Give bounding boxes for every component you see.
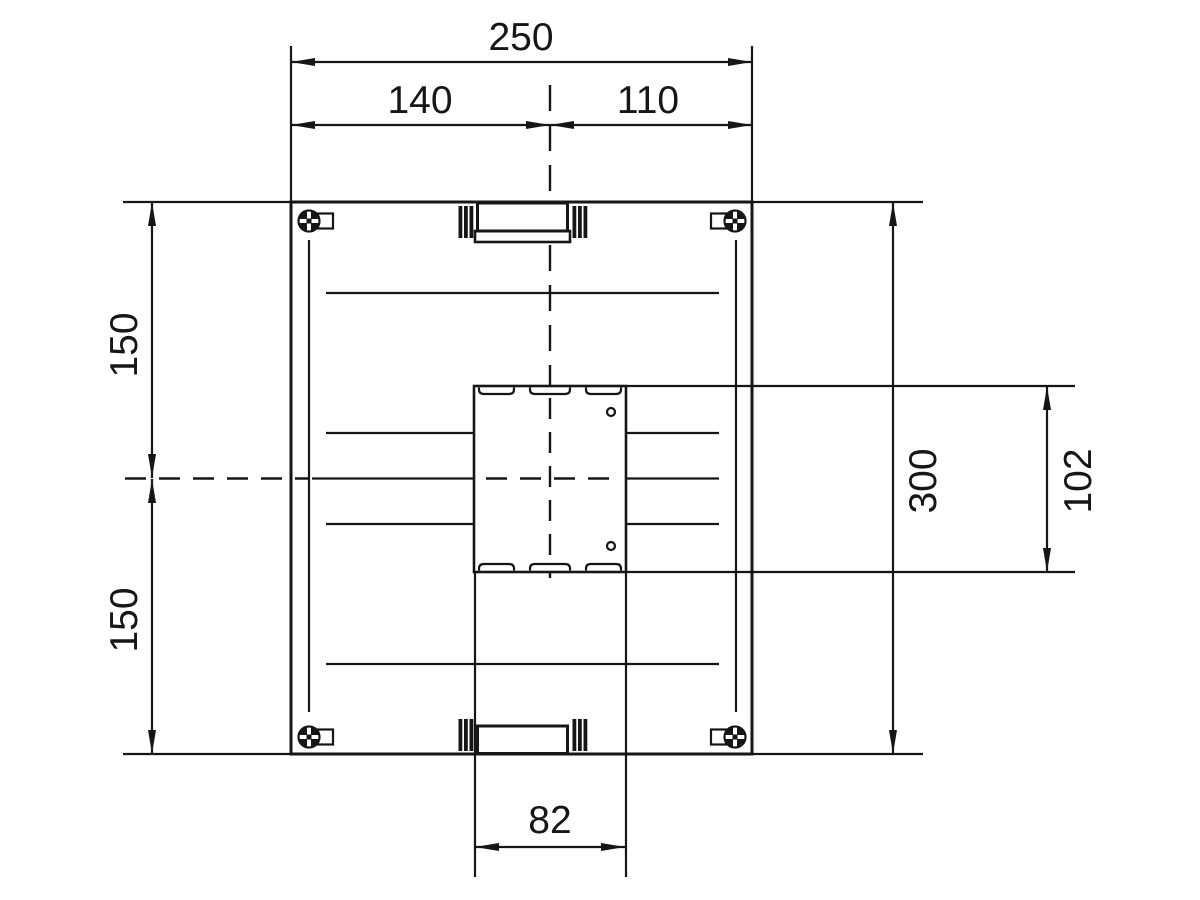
dimension-cutout-height: 102	[1043, 386, 1100, 572]
screw-icon	[709, 725, 747, 749]
connector-body	[476, 201, 569, 233]
dimension-center-to-bottom: 150	[103, 479, 156, 754]
dim-label-cutout-width: 82	[528, 799, 571, 842]
screw-icon	[297, 209, 335, 233]
box-bottom-slots	[477, 562, 623, 571]
screw-icon	[709, 209, 747, 233]
dim-label-center-to-bottom: 150	[103, 587, 146, 652]
slot-notch	[477, 562, 516, 571]
screw-icon	[297, 725, 335, 749]
corner-screws	[297, 209, 747, 749]
box-top-slots	[477, 387, 623, 396]
slot-notch	[528, 387, 572, 396]
dimension-top-to-center: 150	[103, 202, 156, 478]
dimension-left-to-center: 140	[291, 79, 550, 129]
slot-notch	[584, 387, 623, 396]
dim-label-overall-width: 250	[488, 16, 553, 59]
slot-notch	[477, 387, 516, 396]
dim-label-center-to-right: 110	[617, 79, 679, 122]
bottom-connector	[458, 719, 588, 755]
top-connector	[458, 201, 588, 244]
slot-notch	[584, 562, 623, 571]
dimension-center-to-right: 110	[550, 79, 752, 129]
dim-label-left-to-center: 140	[387, 79, 452, 122]
center-box	[472, 384, 628, 574]
connector-ribs-icon	[458, 719, 588, 751]
dim-label-cutout-height: 102	[1057, 448, 1100, 513]
connector-body	[476, 724, 569, 755]
plate-interior-lines	[307, 240, 738, 712]
dimension-overall-width: 250	[291, 16, 752, 66]
slot-notch	[528, 562, 572, 571]
dim-label-overall-height: 300	[902, 448, 945, 513]
extension-lines	[123, 46, 1075, 877]
dimension-cutout-width: 82	[475, 799, 625, 851]
dim-label-top-to-center: 150	[103, 312, 146, 377]
mounting-hole	[605, 540, 617, 552]
connector-flange	[473, 229, 572, 244]
mounting-hole	[605, 406, 617, 418]
dimension-overall-height: 300	[889, 202, 945, 754]
connector-ribs-icon	[458, 206, 588, 238]
